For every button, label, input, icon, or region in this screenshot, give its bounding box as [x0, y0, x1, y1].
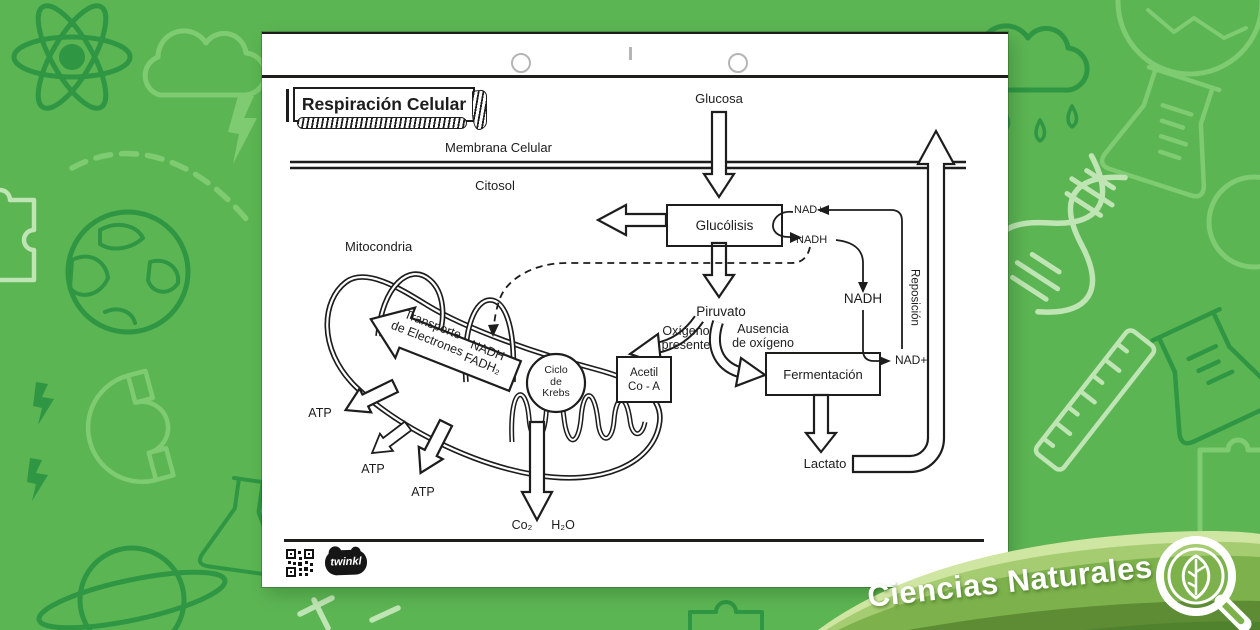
top-dash-mark — [629, 47, 632, 60]
electron-transport-arrow — [369, 306, 523, 393]
h2o-label: H₂O — [551, 518, 575, 532]
cofactor-lines — [772, 209, 903, 362]
atp-label: ATP — [308, 406, 332, 420]
lactate-arrow — [803, 393, 839, 454]
lactate-label: Lactato — [803, 456, 847, 471]
dashed-arc-doodle — [69, 150, 255, 229]
title-tick — [286, 89, 289, 122]
atp-arrow — [343, 378, 400, 414]
atp-label: ATP — [411, 485, 435, 499]
sticks-doodle — [297, 595, 401, 630]
no-oxygen-arrow — [709, 320, 768, 388]
nadh-big-label: NADH — [843, 291, 883, 306]
fermentation-box: Fermentación — [765, 352, 881, 396]
worksheet-page: Respiración Celular — [262, 32, 1008, 587]
punch-hole — [728, 53, 748, 73]
arrowheads — [488, 205, 891, 366]
lightning-icon — [33, 382, 54, 425]
qr-code — [286, 549, 314, 577]
twinkl-logo: twinkl — [324, 549, 368, 576]
earth-icon — [65, 209, 191, 335]
glucose-label: Glucosa — [695, 91, 743, 106]
replenish-label: Reposición — [908, 269, 921, 326]
co2-h2o-arrow — [520, 420, 554, 523]
puzzle-icon — [1197, 437, 1260, 541]
nadh-small-label: NADH — [796, 234, 828, 246]
ruler-icon — [1033, 328, 1157, 472]
cell-membrane-lines — [290, 160, 966, 170]
respiration-diagram — [290, 110, 966, 523]
glucose-arrow — [701, 110, 737, 200]
planet-icon — [36, 545, 228, 630]
mitochondrion-label: Mitocondria — [345, 239, 413, 254]
atp-arrow — [370, 420, 413, 455]
pyruvate-label: Piruvato — [696, 304, 746, 319]
title-hatch-bar — [297, 117, 467, 129]
beaker-icon — [1150, 306, 1260, 446]
nadh-shuttle-dashed-line — [493, 246, 811, 326]
atom-icon — [11, 3, 133, 111]
puzzle-icon — [0, 187, 37, 283]
title-banner: Respiración Celular — [284, 87, 494, 133]
globe-icon — [1115, 0, 1260, 77]
storm-cloud-icon — [142, 28, 268, 164]
bottom-rule — [284, 539, 984, 542]
glycolysis-left-arrow — [595, 203, 668, 237]
nad-plus-top-label: NAD+ — [794, 204, 824, 216]
nad-plus-bottom-label: NAD+ — [895, 353, 928, 367]
top-rule — [262, 75, 1008, 78]
no-oxygen-label: Ausencia de oxígeno — [732, 322, 794, 350]
atp-arrow — [417, 418, 454, 475]
circle-doodle — [1206, 174, 1260, 270]
cytosol-label: Citosol — [475, 178, 515, 193]
acetyl-coa-box: Acetil Co - A — [616, 356, 672, 403]
co2-label: Co₂ — [511, 518, 533, 532]
glycolysis-box: Glucólisis — [666, 204, 783, 247]
pyruvate-arrow — [701, 241, 737, 299]
beaker-icon — [1099, 64, 1222, 199]
punch-hole — [511, 53, 531, 73]
krebs-cycle-label: Ciclo de Krebs — [542, 364, 570, 399]
magnet-icon — [85, 368, 176, 484]
atp-label: ATP — [361, 462, 385, 476]
krebs-cycle-circle — [525, 352, 587, 414]
puzzle-icon — [688, 600, 764, 630]
membrane-label: Membrana Celular — [445, 140, 552, 155]
lightning-icon — [27, 458, 48, 501]
oxygen-present-label: Oxígeno presente — [661, 324, 711, 352]
lactate-exit-pipe-arrow — [851, 128, 956, 474]
